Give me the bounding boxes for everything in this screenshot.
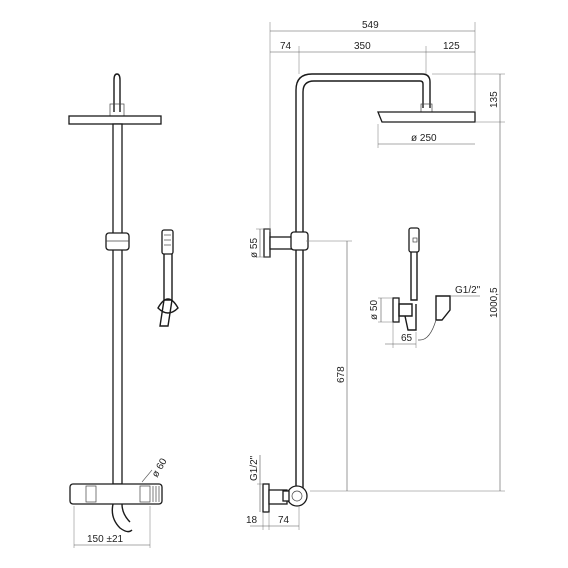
head-drop-label: 135 bbox=[489, 91, 500, 108]
front-head-connector bbox=[109, 103, 125, 117]
side-handshower-wall-holder bbox=[392, 297, 400, 323]
front-slider-bracket bbox=[105, 232, 130, 251]
inlet-thread-label: G1/2" bbox=[249, 455, 260, 481]
head-overhang-label: 125 bbox=[443, 41, 460, 52]
front-hand-shower-handle bbox=[163, 254, 173, 301]
side-wall-plate-lower bbox=[262, 483, 270, 513]
front-hand-shower-head bbox=[161, 229, 174, 255]
side-hose-elbow bbox=[435, 295, 451, 321]
valve-diameter-label: ø 60 bbox=[150, 456, 170, 479]
arm-length-label: 350 bbox=[354, 41, 371, 52]
front-view: ø 60 150 ±21 bbox=[68, 73, 179, 548]
overall-width-label: 549 bbox=[362, 20, 379, 31]
side-shower-head bbox=[377, 111, 476, 123]
total-height-label: 1000,5 bbox=[489, 287, 500, 318]
front-hose-outlet bbox=[111, 503, 133, 533]
hose-thread-label: G1/2" bbox=[455, 285, 481, 296]
head-diameter-label: ø 250 bbox=[411, 133, 437, 144]
side-view: 549 74 350 125 135 ø 250 1000,5 ø 55 678 bbox=[246, 20, 505, 530]
wall-offset-small-label: 18 bbox=[246, 515, 258, 526]
bracket-diameter-label: ø 55 bbox=[249, 238, 260, 258]
side-riser-and-arm bbox=[295, 73, 431, 490]
front-hand-shower-holder bbox=[157, 298, 179, 314]
front-riser-pipe bbox=[112, 123, 123, 485]
front-shower-head bbox=[68, 115, 162, 125]
side-thermostatic-valve bbox=[286, 485, 308, 507]
wall-offset-label: 74 bbox=[278, 515, 290, 526]
holder-diameter-label: ø 50 bbox=[369, 300, 380, 320]
side-wall-bracket-upper bbox=[263, 228, 271, 258]
front-thermostatic-valve bbox=[69, 483, 163, 505]
side-hand-shower-handle bbox=[410, 252, 418, 301]
front-arm-stub bbox=[113, 73, 121, 112]
riser-length-label: 678 bbox=[336, 366, 347, 383]
side-hand-shower-head bbox=[408, 227, 420, 253]
side-slider-bracket bbox=[290, 231, 309, 251]
holder-depth-label: 65 bbox=[401, 333, 413, 344]
inlet-spacing-label: 150 ±21 bbox=[87, 534, 124, 545]
offset-left-label: 74 bbox=[280, 41, 292, 52]
